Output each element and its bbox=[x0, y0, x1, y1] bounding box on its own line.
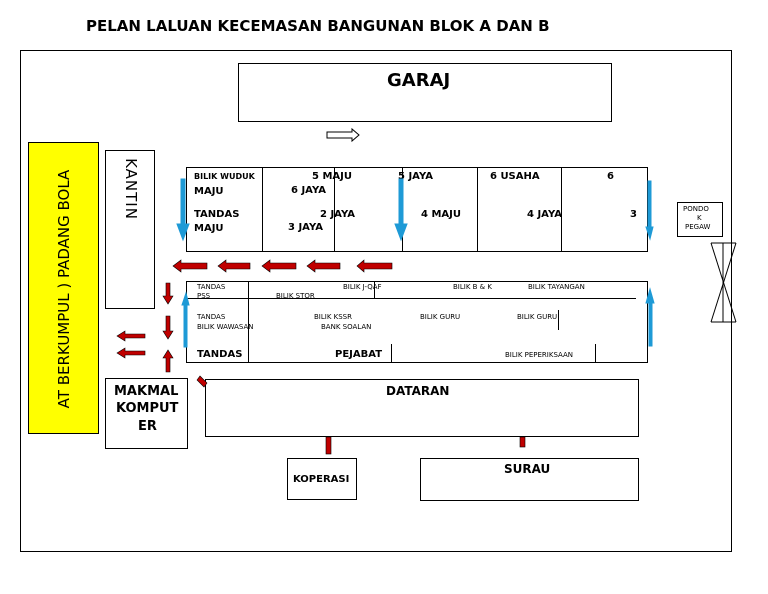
block-a-3: 3 bbox=[630, 209, 637, 220]
block-a-3-jaya: 3 JAYA bbox=[288, 222, 323, 233]
pondok-pegawai: PONDO K PEGAW bbox=[677, 202, 723, 237]
block-a-4-maju: 4 MAJU bbox=[421, 209, 461, 220]
block-b-pejabat: PEJABAT bbox=[335, 349, 383, 360]
block-a-5-maju: 5 MAJU bbox=[312, 171, 352, 182]
block-a-maju-2: MAJU bbox=[194, 223, 224, 234]
red-arrow-icons bbox=[116, 259, 526, 455]
kantin-building: KANTIN bbox=[105, 150, 155, 309]
block-a-2-jaya: 2 JAYA bbox=[320, 209, 355, 220]
pondok-line-3: PEGAW bbox=[685, 223, 711, 231]
block-b-bilik-guru-1: BILIK GURU bbox=[420, 313, 461, 321]
block-b-bilik-bk: BILIK B & K bbox=[453, 283, 492, 291]
garaj-arrow-icon bbox=[326, 127, 360, 143]
block-b-bilik-wawasan: BILIK WAWASAN bbox=[197, 323, 254, 331]
block-b-pss: PSS bbox=[197, 292, 211, 300]
dataran-label: DATARAN bbox=[386, 384, 450, 398]
block-a-tandas: TANDAS bbox=[194, 209, 240, 220]
page-title: PELAN LALUAN KECEMASAN BANGUNAN BLOK A D… bbox=[86, 17, 550, 35]
koperasi-label: KOPERASI bbox=[293, 474, 350, 485]
block-b-tandas-2: TANDAS bbox=[197, 313, 226, 321]
pondok-line-1: PONDO bbox=[683, 205, 709, 213]
block-b-bilik-stor: BILIK STOR bbox=[276, 292, 315, 300]
block-b-bank-soalan: BANK SOALAN bbox=[321, 323, 372, 331]
makmal-line-3: ER bbox=[138, 419, 157, 434]
blue-arrow-icons bbox=[176, 178, 655, 348]
garaj-building: GARAJ bbox=[238, 63, 612, 122]
makmal-line-1: MAKMAL bbox=[114, 384, 179, 399]
block-a-6: 6 bbox=[607, 171, 614, 182]
block-b bbox=[186, 281, 648, 363]
block-a bbox=[186, 167, 648, 252]
block-b-tandas-3: TANDAS bbox=[197, 349, 243, 360]
dataran-area: DATARAN bbox=[205, 379, 639, 437]
block-a-5-jaya: 5 JAYA bbox=[398, 171, 433, 182]
block-a-bilik-wuduk: BILIK WUDUK bbox=[194, 172, 255, 181]
block-a-4-jaya: 4 JAYA bbox=[527, 209, 562, 220]
block-b-bilik-tayangan: BILIK TAYANGAN bbox=[528, 283, 585, 291]
main-gate-icon bbox=[710, 242, 737, 323]
block-a-6-jaya: 6 JAYA bbox=[291, 185, 326, 196]
block-b-bilik-peperiksaan: BILIK PEPERIKSAAN bbox=[505, 351, 574, 359]
block-a-6-usaha: 6 USAHA bbox=[490, 171, 540, 182]
surau-label: SURAU bbox=[504, 462, 551, 476]
block-b-bilik-guru-2: BILIK GURU bbox=[517, 313, 558, 321]
block-b-bilik-kssr: BILIK KSSR bbox=[314, 313, 352, 321]
koperasi-building: KOPERASI bbox=[287, 458, 357, 500]
makmal-komputer-building: MAKMAL KOMPUT ER bbox=[105, 378, 188, 449]
pondok-line-2: K bbox=[697, 214, 702, 222]
assembly-area: AT BERKUMPUL ) PADANG BOLA bbox=[28, 142, 99, 434]
surau-building: SURAU bbox=[420, 458, 639, 501]
block-a-maju-1: MAJU bbox=[194, 186, 224, 197]
garaj-label: GARAJ bbox=[387, 70, 451, 91]
makmal-line-2: KOMPUT bbox=[116, 401, 179, 416]
block-b-tandas-1: TANDAS bbox=[197, 283, 226, 291]
block-b-bilik-jqaf: BILIK J-QAF bbox=[343, 283, 382, 291]
